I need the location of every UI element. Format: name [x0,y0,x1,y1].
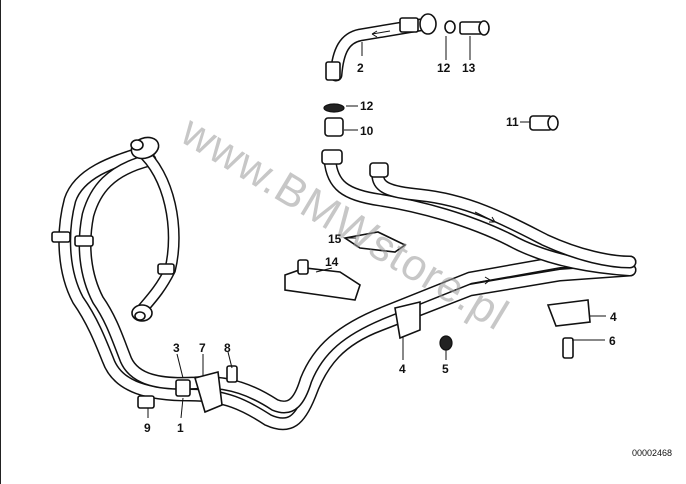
callout-7: 7 [199,341,206,355]
hose-pipe-upper [323,18,637,277]
callout-3: 3 [173,341,180,355]
callout-11: 11 [506,115,519,129]
callout-14: 14 [325,255,339,269]
callout-12: 12 [360,99,374,113]
callout-6: 6 [609,334,616,348]
callout-15: 15 [328,232,342,246]
hose-pipe-2-left [134,144,180,318]
callout-5: 5 [442,362,449,376]
callout-2: 2 [357,61,364,75]
callout-9: 9 [144,421,151,435]
hose-fittings-left [51,136,175,322]
callout-numbers: 2 12 13 12 10 11 15 14 4 6 4 5 3 7 8 9 1 [144,61,617,435]
callout-4-right: 4 [610,310,617,324]
callout-8: 8 [224,341,231,355]
callout-12-top: 12 [437,61,451,75]
catalog-number: 00002468 [632,448,672,458]
leader-lines [147,36,606,419]
upper-fittings [321,13,559,178]
callout-13: 13 [462,61,476,75]
clamps-brackets [137,231,591,414]
callout-1: 1 [177,421,184,435]
hose-pipe-1 [58,143,637,431]
callout-4: 4 [399,362,406,376]
callout-10: 10 [360,124,374,138]
flow-arrows [371,30,496,285]
